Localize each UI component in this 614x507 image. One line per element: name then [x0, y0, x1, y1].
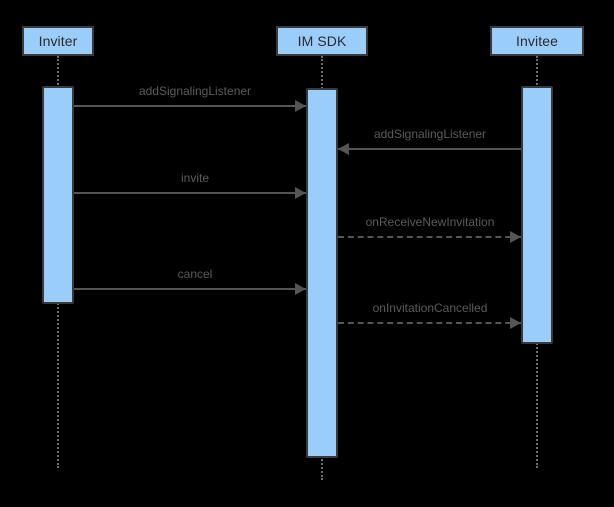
participant-box-imsdk[interactable]: IM SDK	[276, 26, 368, 56]
message-label-m1: addSignalingListener	[138, 84, 252, 98]
message-line-m6	[338, 322, 521, 324]
message-label-m2: addSignalingListener	[373, 127, 487, 141]
message-arrowhead-m1	[295, 100, 306, 112]
message-arrowhead-m5	[295, 283, 306, 295]
activation-bar-inviter	[42, 86, 74, 304]
message-line-m5	[74, 288, 306, 290]
message-arrowhead-m6	[510, 317, 521, 329]
message-line-m3	[74, 192, 306, 194]
participant-box-inviter[interactable]: Inviter	[22, 26, 94, 56]
message-line-m4	[338, 236, 521, 238]
message-label-m4: onReceiveNewInvitation	[365, 215, 495, 229]
participant-box-invitee[interactable]: Invitee	[490, 26, 584, 56]
message-label-m6: onInvitationCancelled	[372, 301, 488, 315]
message-line-m2	[338, 148, 521, 150]
activation-bar-invitee	[521, 86, 553, 344]
message-label-m3: invite	[180, 171, 209, 185]
activation-bar-imsdk	[306, 88, 338, 458]
message-line-m1	[74, 105, 306, 107]
message-arrowhead-m2	[338, 143, 349, 155]
message-arrowhead-m4	[510, 231, 521, 243]
message-arrowhead-m3	[295, 187, 306, 199]
participant-label-imsdk: IM SDK	[297, 33, 347, 49]
participant-label-inviter: Inviter	[38, 33, 78, 49]
participant-label-invitee: Invitee	[516, 33, 558, 49]
message-label-m5: cancel	[177, 267, 213, 281]
